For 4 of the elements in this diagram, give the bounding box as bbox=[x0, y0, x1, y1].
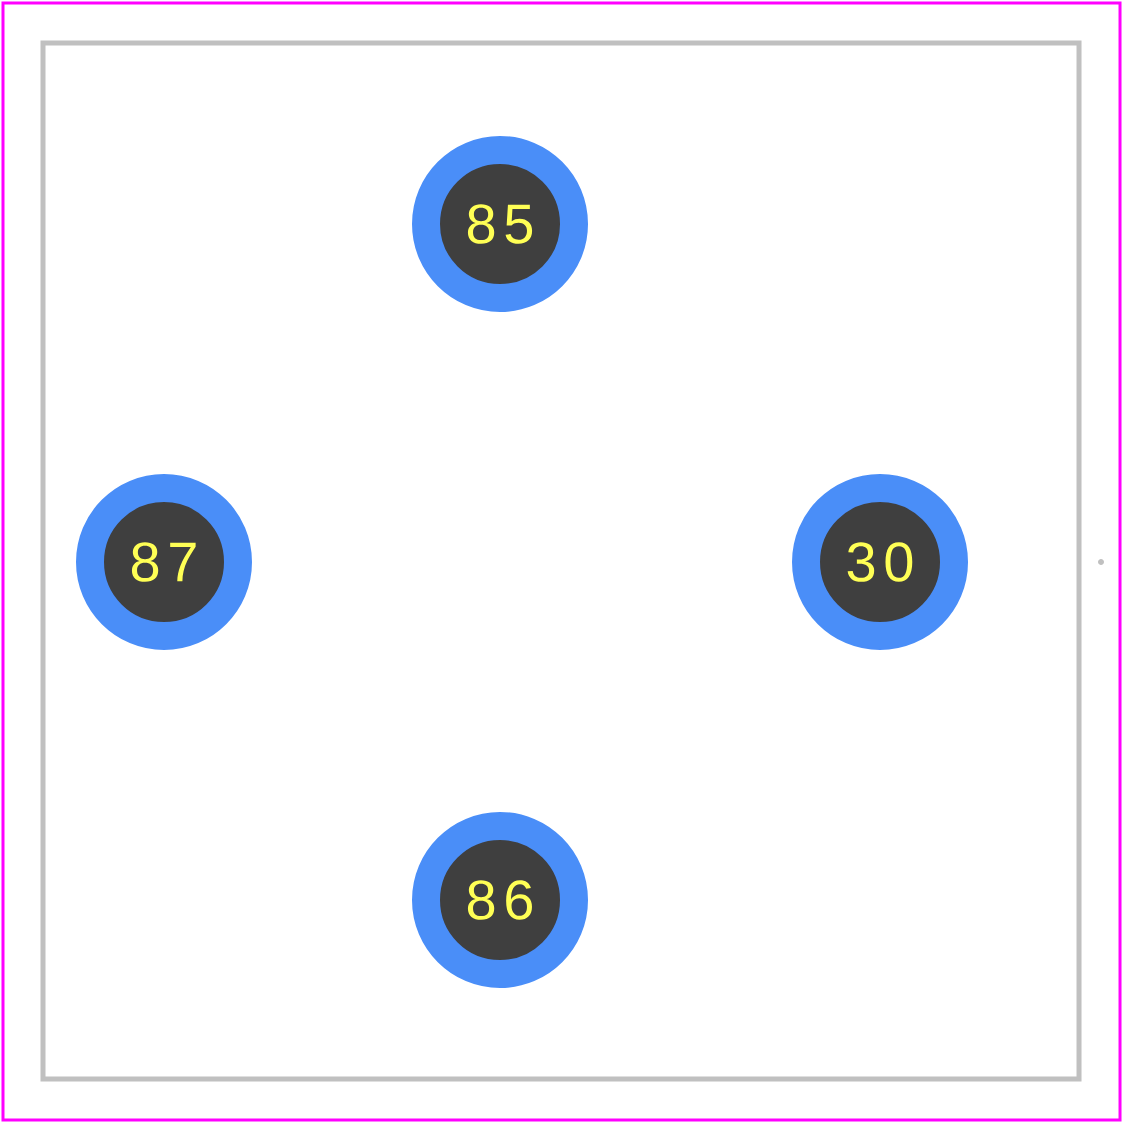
pad: 86 bbox=[412, 812, 588, 988]
pad: 87 bbox=[76, 474, 252, 650]
pad: 30 bbox=[792, 474, 968, 650]
pad: 85 bbox=[412, 136, 588, 312]
